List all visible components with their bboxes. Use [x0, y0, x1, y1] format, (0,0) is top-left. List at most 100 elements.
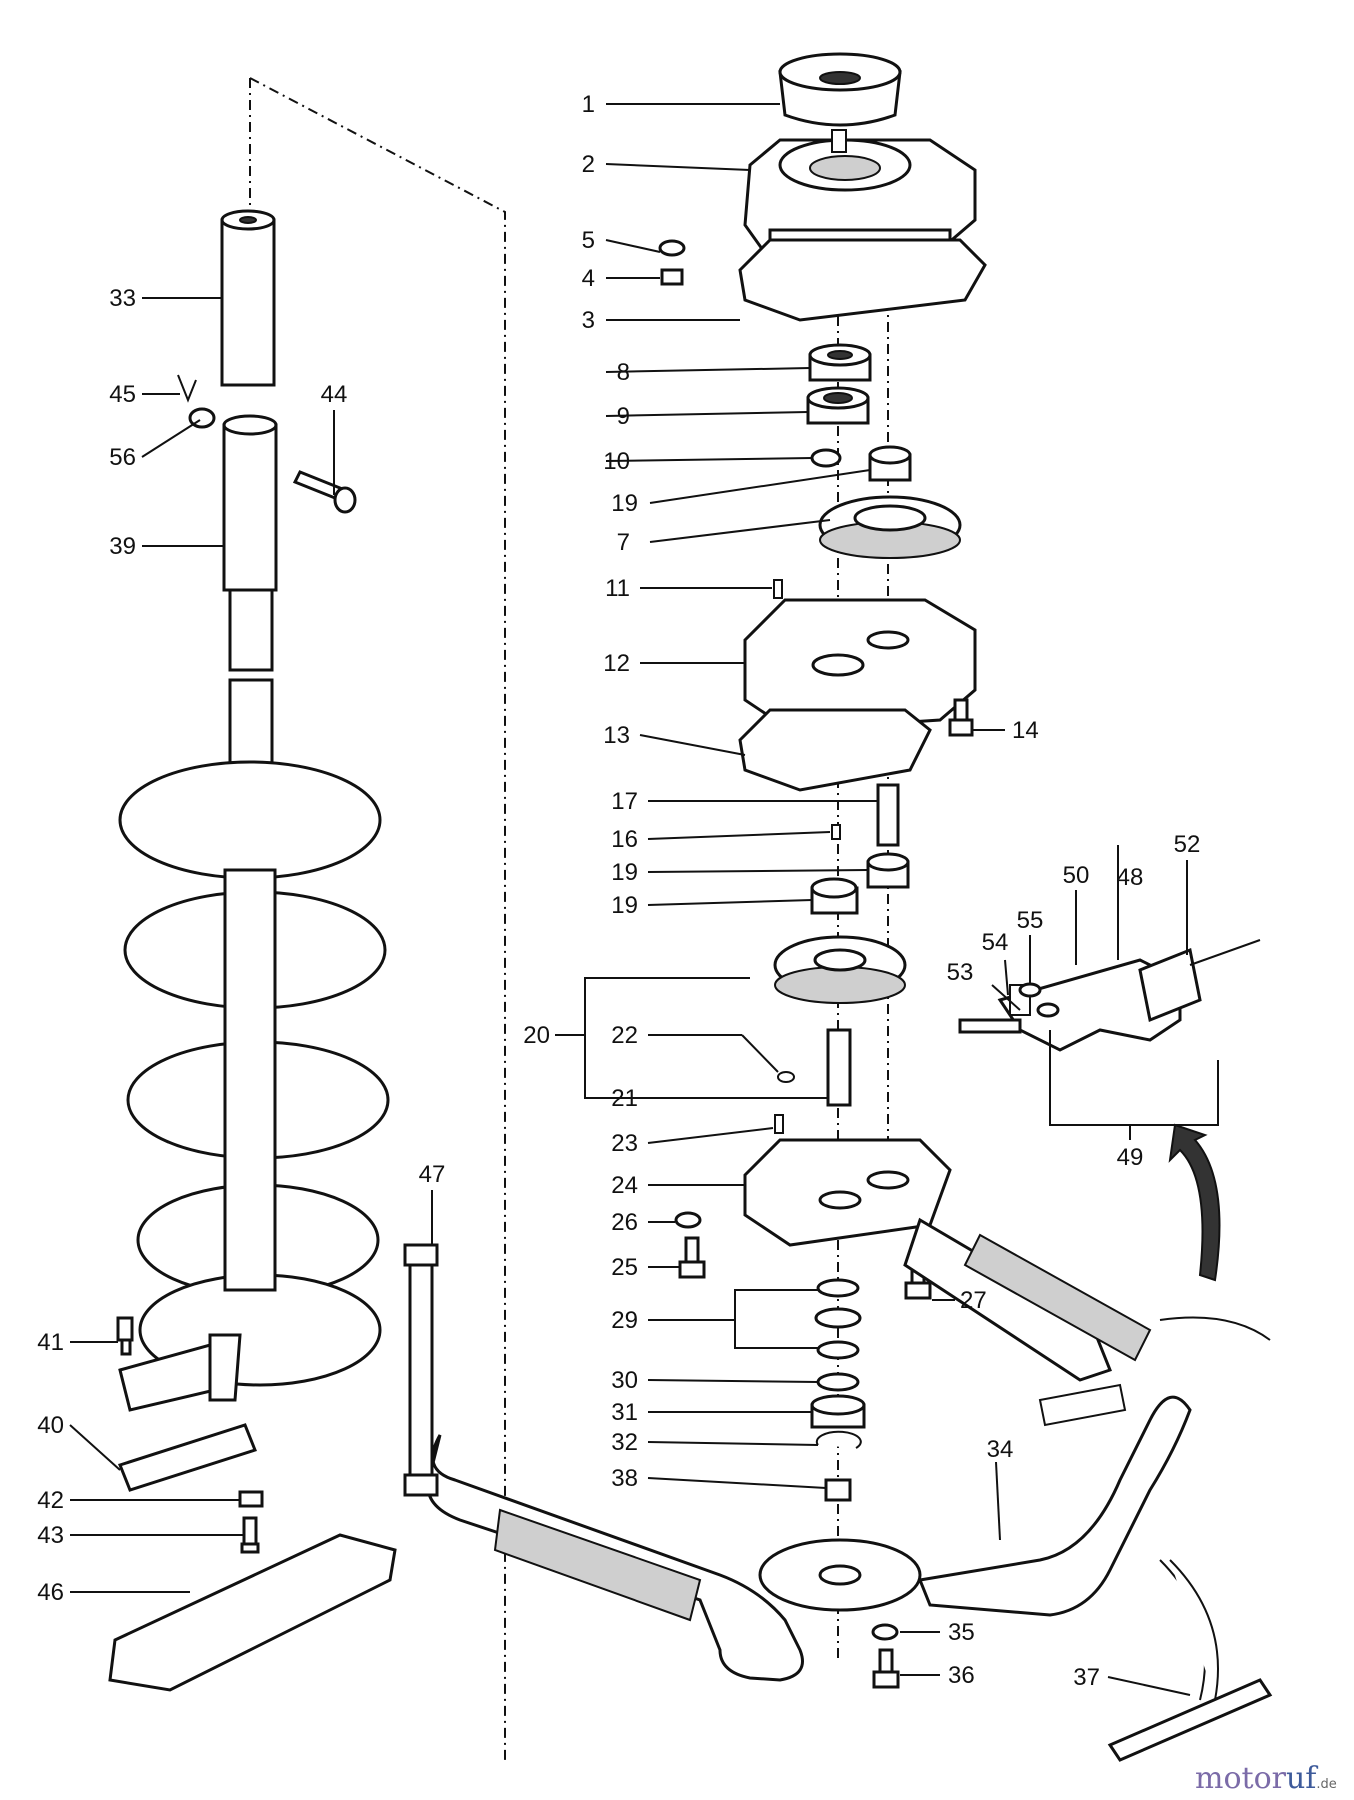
label-32: 32	[611, 1429, 638, 1456]
part-auger	[118, 209, 390, 1412]
watermark-brand-a: motor	[1195, 1761, 1287, 1796]
label-7: 7	[617, 529, 630, 556]
label-41: 41	[37, 1329, 64, 1356]
label-31: 31	[611, 1399, 638, 1426]
label-19-c: 19	[611, 892, 638, 919]
label-23: 23	[611, 1130, 638, 1157]
label-26: 26	[611, 1209, 638, 1236]
label-2: 2	[582, 151, 595, 178]
part-washer-29c	[816, 1340, 860, 1360]
label-30: 30	[611, 1367, 638, 1394]
label-53: 53	[947, 959, 974, 986]
label-11: 11	[605, 575, 630, 602]
part-circlip-32	[815, 1430, 862, 1449]
label-36: 36	[948, 1662, 975, 1689]
part-clip-45	[177, 374, 197, 403]
part-bearing-29b	[814, 1307, 862, 1329]
part-cover-46	[108, 1533, 397, 1692]
label-20: 20	[523, 1022, 550, 1049]
label-49: 49	[1117, 1144, 1144, 1171]
label-50: 50	[1063, 862, 1090, 889]
label-22: 22	[611, 1022, 638, 1049]
label-33: 33	[109, 285, 136, 312]
label-25: 25	[611, 1254, 638, 1281]
part-handle-frame	[426, 1217, 1271, 1701]
part-strap-37	[1107, 1678, 1273, 1762]
part-nut-42	[238, 1490, 264, 1508]
svg-text:motoruf.de: motoruf.de	[1195, 1761, 1337, 1796]
part-bearing-8	[808, 343, 872, 382]
part-bearing-19b	[866, 852, 910, 889]
part-cap	[778, 52, 902, 127]
leader-lines	[69, 103, 1219, 1696]
label-39: 39	[109, 533, 136, 560]
part-bolt-25	[678, 1236, 706, 1279]
part-strap-47	[403, 1243, 439, 1497]
label-40: 40	[37, 1412, 64, 1439]
part-throttle-assembly	[958, 939, 1261, 1052]
label-42: 42	[37, 1487, 64, 1514]
label-52: 52	[1174, 831, 1201, 858]
label-10: 10	[603, 448, 630, 475]
label-56: 56	[109, 444, 136, 471]
part-gear-7	[818, 495, 962, 559]
label-43: 43	[37, 1522, 64, 1549]
label-35: 35	[948, 1619, 975, 1646]
label-19-b: 19	[611, 859, 638, 886]
part-pin-23	[774, 1114, 784, 1134]
part-blade-40	[118, 1423, 257, 1492]
label-45: 45	[109, 381, 136, 408]
label-38: 38	[611, 1465, 638, 1492]
part-top-gasket	[738, 238, 987, 322]
part-middle-gasket	[738, 708, 932, 792]
part-bearing-31	[810, 1394, 866, 1429]
part-bolt-14	[948, 698, 974, 737]
part-bearing-9	[806, 386, 870, 425]
part-gear-20	[773, 935, 907, 1004]
part-nut-4	[660, 268, 684, 286]
part-screw-41	[116, 1316, 134, 1356]
label-19-a: 19	[611, 490, 638, 517]
label-9: 9	[617, 403, 630, 430]
label-8: 8	[617, 359, 630, 386]
label-44: 44	[321, 381, 348, 408]
label-34: 34	[987, 1436, 1014, 1463]
label-16: 16	[611, 826, 638, 853]
part-lower-housing	[743, 1138, 952, 1247]
label-17: 17	[611, 788, 638, 815]
label-14: 14	[1012, 717, 1039, 744]
callout-labels: 1 2 3 4 5 7 8 9 10 11 12 13 14 16 17 19 …	[37, 91, 1200, 1691]
part-bolt-36	[872, 1648, 900, 1689]
part-bearing-19a	[868, 445, 912, 482]
part-shaft-21	[826, 1028, 852, 1107]
part-washer-29a	[816, 1278, 860, 1298]
part-washer-26	[674, 1211, 702, 1229]
label-5: 5	[582, 227, 595, 254]
label-37: 37	[1073, 1664, 1100, 1691]
part-washer-5	[658, 239, 686, 257]
part-washer-35	[871, 1623, 899, 1641]
part-pin-11	[773, 579, 783, 599]
label-55: 55	[1017, 907, 1044, 934]
arrow-icon	[1168, 1123, 1221, 1282]
label-54: 54	[982, 929, 1009, 956]
label-13: 13	[603, 722, 630, 749]
part-nut-38	[824, 1478, 852, 1502]
part-middle-housing	[743, 598, 977, 732]
part-pin-44	[292, 470, 357, 514]
part-shaft-17	[876, 783, 900, 847]
label-29: 29	[611, 1307, 638, 1334]
label-4: 4	[582, 265, 595, 292]
label-47: 47	[419, 1161, 446, 1188]
part-key-16	[831, 824, 841, 840]
watermark-suffix: .de	[1316, 1777, 1336, 1792]
part-washer-30	[816, 1372, 860, 1392]
label-48: 48	[1117, 864, 1144, 891]
part-key-22	[777, 1071, 795, 1083]
part-bearing-19c	[810, 877, 859, 915]
label-24: 24	[611, 1172, 638, 1199]
label-21: 21	[611, 1085, 638, 1112]
label-1: 1	[582, 91, 595, 118]
label-12: 12	[603, 650, 630, 677]
